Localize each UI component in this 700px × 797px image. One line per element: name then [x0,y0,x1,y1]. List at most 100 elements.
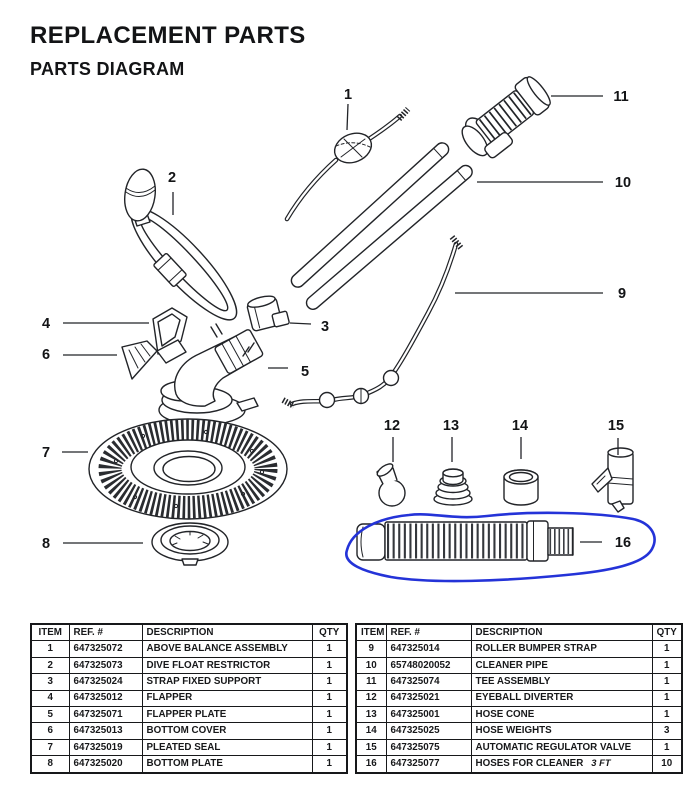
cell-qty: 1 [311,705,348,724]
cell-item: 11 [355,673,387,691]
callout-9: 9 [618,286,626,302]
part-hose-weight [503,469,539,506]
cell-qty: 1 [651,705,683,724]
cell-item: 16 [355,755,387,774]
col-ref: REF. # [68,623,143,642]
col-item: ITEM [355,623,387,642]
cell-description: BOTTOM COVER [141,722,313,740]
cell-qty: 1 [651,656,683,675]
callout-12: 12 [384,418,400,434]
cell-item: 5 [30,705,70,724]
cell-item: 12 [355,689,387,707]
callout-8: 8 [42,536,50,552]
cell-item: 15 [355,738,387,757]
cell-qty: 1 [651,640,683,658]
part-hose-cone [433,468,473,506]
callout-10: 10 [615,175,631,191]
cell-ref: 647325012 [68,689,143,707]
cell-qty: 1 [311,755,348,774]
cell-item: 9 [355,640,387,658]
cell-description: HOSE CONE [470,705,653,724]
callout-3: 3 [321,319,329,335]
cell-item: 8 [30,755,70,774]
col-qty: QTY [311,623,348,642]
cell-item: 3 [30,673,70,691]
cell-qty: 1 [651,738,683,757]
cell-description: ABOVE BALANCE ASSEMBLY [141,640,313,658]
callout-13: 13 [443,418,459,434]
cell-description: TEE ASSEMBLY [470,673,653,691]
part-automatic-regulator-valve [591,447,634,513]
cell-ref: 647325074 [385,673,472,691]
part-cleaner-pipe [290,142,473,310]
col-description: DESCRIPTION [470,623,653,642]
part-eyeball-diverter [376,463,406,507]
callout-11: 11 [613,89,628,105]
cell-ref: 647325001 [385,705,472,724]
callout-5: 5 [301,364,309,380]
cell-item: 6 [30,722,70,740]
callout-7: 7 [42,445,50,461]
cell-ref: 647325075 [385,738,472,757]
cell-ref: 647325071 [68,705,143,724]
cell-description: FLAPPER [141,689,313,707]
cell-qty: 1 [651,673,683,691]
table-header-row: ITEM REF. # DESCRIPTION QTY [30,623,348,642]
cell-description: STRAP FIXED SUPPORT [141,673,313,691]
table-header-row: ITEM REF. # DESCRIPTION QTY [355,623,683,642]
cell-ref: 647325024 [68,673,143,691]
cell-qty: 1 [311,722,348,740]
part-above-balance-assembly [284,106,411,222]
cell-description-note: 3 FT [591,757,611,769]
cell-qty: 1 [311,689,348,707]
blue-annotation-ellipse [345,511,656,583]
cell-description: HOSE WEIGHTS [470,722,653,740]
callout-15: 15 [608,418,624,434]
callout-1: 1 [344,87,352,103]
cell-qty: 1 [311,738,348,757]
col-item: ITEM [30,623,70,642]
cell-ref: 647325013 [68,722,143,740]
callout-14: 14 [512,418,528,434]
leader-3 [289,322,312,325]
cell-item: 14 [355,722,387,740]
cell-item: 7 [30,738,70,757]
part-flapper-plate [158,323,264,426]
part-pleated-seal [88,418,288,520]
cell-item: 1 [30,640,70,658]
callout-4: 4 [42,316,50,332]
cell-qty: 1 [311,640,348,658]
part-strap-fixed-support [246,295,290,332]
cell-item: 10 [355,656,387,675]
part-bottom-cover [121,340,158,380]
cell-ref: 647325021 [385,689,472,707]
cell-description: ROLLER BUMPER STRAP [470,640,653,658]
callout-6: 6 [42,347,50,363]
part-tee-assembly [461,76,551,159]
cell-description: FLAPPER PLATE [141,705,313,724]
cell-description: PLEATED SEAL [141,738,313,757]
page-title: REPLACEMENT PARTS [30,22,306,49]
cell-qty: 1 [651,689,683,707]
cell-item: 4 [30,689,70,707]
callout-2: 2 [168,170,176,186]
cell-ref: 647325025 [385,722,472,740]
col-ref: REF. # [385,623,472,642]
